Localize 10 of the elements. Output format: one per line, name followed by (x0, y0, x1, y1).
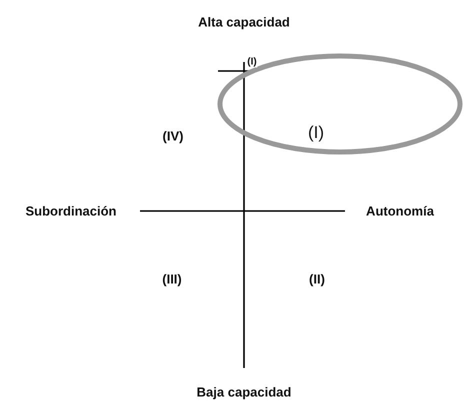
axis-label: Baja capacidad (196, 384, 292, 400)
axis-label: Alta capacidad (197, 14, 291, 30)
quadrant-label: (IV) (162, 128, 184, 144)
axis-label: Autonomía (365, 204, 435, 218)
quadrant-label: (I) (308, 123, 324, 143)
quadrant-label: (I) (246, 56, 258, 68)
axis-label: Subordinación (24, 204, 118, 218)
quadrant-label: (II) (308, 272, 326, 286)
ellipse-outline (218, 54, 462, 154)
quadrant-label: (III) (161, 272, 183, 286)
